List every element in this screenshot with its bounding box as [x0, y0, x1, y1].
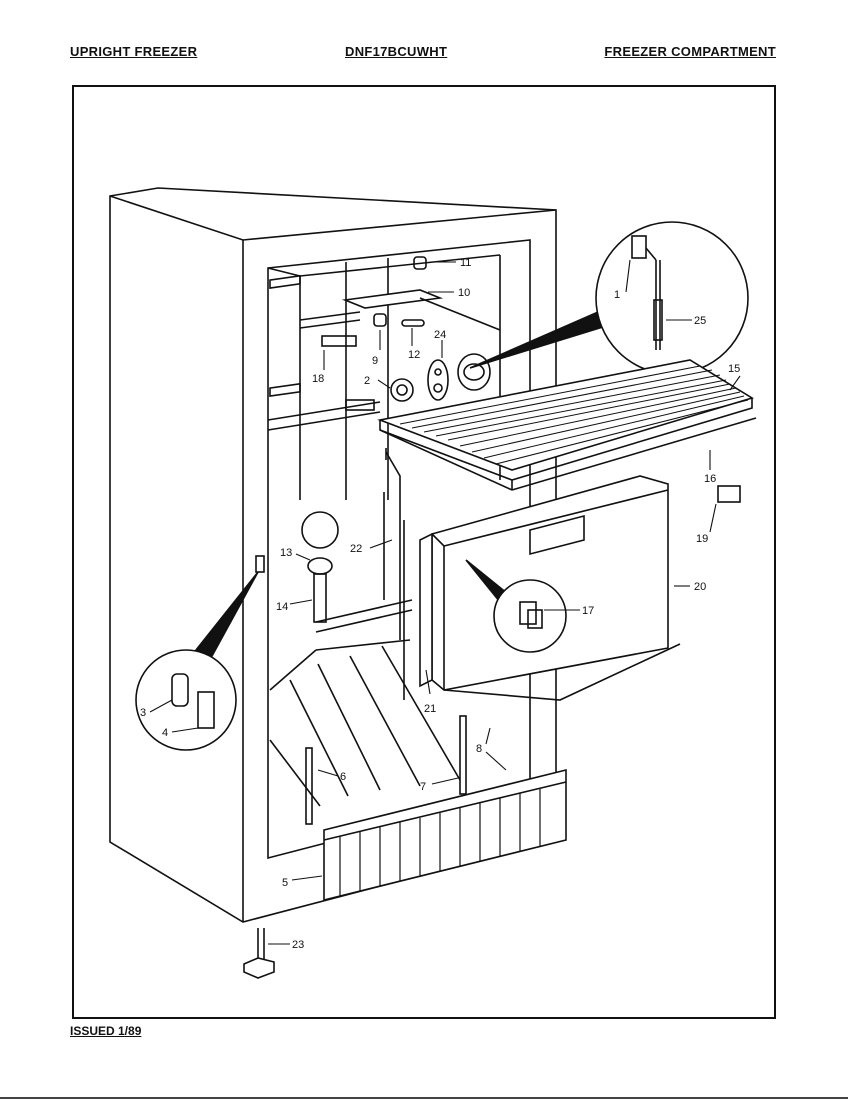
callout-12: 12	[408, 349, 420, 361]
callout-7: 7	[420, 781, 426, 793]
callout-15: 15	[728, 363, 740, 375]
callout-17: 17	[582, 605, 594, 617]
divider-rods	[305, 715, 467, 825]
callout-9: 9	[372, 355, 378, 367]
light-housing-bracket	[321, 256, 501, 411]
callout-22: 22	[350, 543, 362, 555]
hinge-detail-circle	[135, 649, 237, 751]
callout-10: 10	[458, 287, 470, 299]
callout-labels: 1 2 3 4 5 6 7 8 9 10 11 12 13 14 15 16 1…	[140, 257, 740, 951]
callout-16: 16	[704, 473, 716, 485]
diagram-frame	[72, 85, 776, 1019]
header-model-number: DNF17BCUWHT	[345, 44, 448, 59]
callout-5: 5	[282, 877, 288, 889]
callout-4: 4	[162, 727, 168, 739]
callout-24: 24	[434, 329, 446, 341]
callout-6: 6	[340, 771, 346, 783]
hinge-pin	[255, 555, 265, 573]
header-title-left: UPRIGHT FREEZER	[70, 44, 198, 59]
clip-detail-circle	[493, 579, 567, 653]
thermostat-parts	[301, 353, 491, 549]
callout-18: 18	[312, 373, 324, 385]
drain-fitting	[307, 557, 333, 623]
base-grille	[323, 768, 567, 902]
issued-date: ISSUED 1/89	[70, 1024, 142, 1038]
leveling-leg	[243, 928, 275, 979]
basket-frame	[315, 451, 413, 700]
small-part-19	[717, 485, 741, 503]
callout-25: 25	[694, 315, 706, 327]
freezer-basket	[419, 475, 681, 701]
callout-1: 1	[614, 289, 620, 301]
callout-2: 2	[364, 375, 370, 387]
thermostat-detail-circle	[595, 221, 749, 375]
callout-21: 21	[424, 703, 436, 715]
page-bottom-rule	[0, 1097, 848, 1099]
callout-11: 11	[460, 257, 471, 269]
callout-19: 19	[696, 533, 708, 545]
callout-3: 3	[140, 707, 146, 719]
callout-14: 14	[276, 601, 288, 613]
callout-23: 23	[292, 939, 304, 951]
callout-8: 8	[476, 743, 482, 755]
callout-20: 20	[694, 581, 706, 593]
callout-13: 13	[280, 547, 292, 559]
bottom-wire-rack	[269, 639, 461, 807]
header-title-right: FREEZER COMPARTMENT	[604, 44, 776, 59]
callout-leaders	[149, 259, 741, 945]
cabinet-body	[109, 187, 557, 923]
wire-shelf	[377, 359, 757, 491]
